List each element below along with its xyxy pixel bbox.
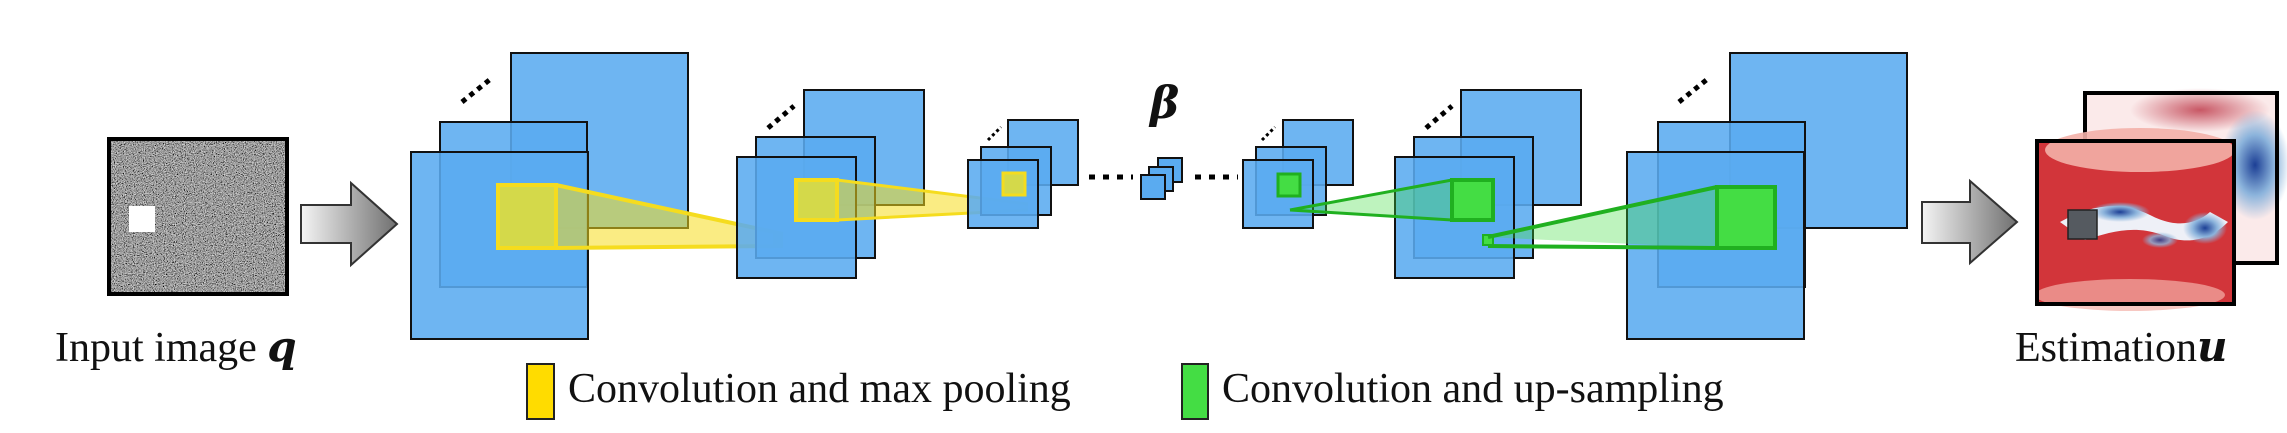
estimation-patch [2067, 209, 2098, 240]
output-arrow-icon [1921, 178, 2019, 266]
encoder-layer-3 [967, 119, 1079, 229]
legend-swatch-encoder [526, 363, 555, 420]
legend-label-encoder: Convolution and max pooling [568, 366, 1071, 412]
decoder-layer-2 [1289, 89, 1582, 279]
encoder-layer-2 [736, 89, 1029, 279]
legend-label-decoder: Convolution and up-sampling [1222, 366, 1724, 412]
latent-bottleneck [1089, 157, 1238, 200]
decoder-layer-3 [1482, 52, 1908, 340]
latent-symbol: β [1150, 78, 1180, 129]
input-patch [129, 206, 155, 232]
encoder-layer-1 [410, 52, 784, 340]
estimation-image [2035, 88, 2287, 311]
estimation-front-frame [2035, 128, 2236, 311]
input-arrow-icon [300, 180, 399, 268]
output-label: Estimationu [2015, 322, 2228, 372]
output-label-text: Estimation [2015, 325, 2197, 371]
input-image [107, 137, 289, 296]
input-label: Input image q [55, 322, 297, 372]
legend-swatch-decoder [1181, 363, 1209, 420]
output-symbol: u [2197, 322, 2228, 371]
decoder-layer-1 [1242, 119, 1354, 229]
input-label-text: Input image [55, 325, 257, 371]
input-symbol: q [267, 322, 297, 371]
